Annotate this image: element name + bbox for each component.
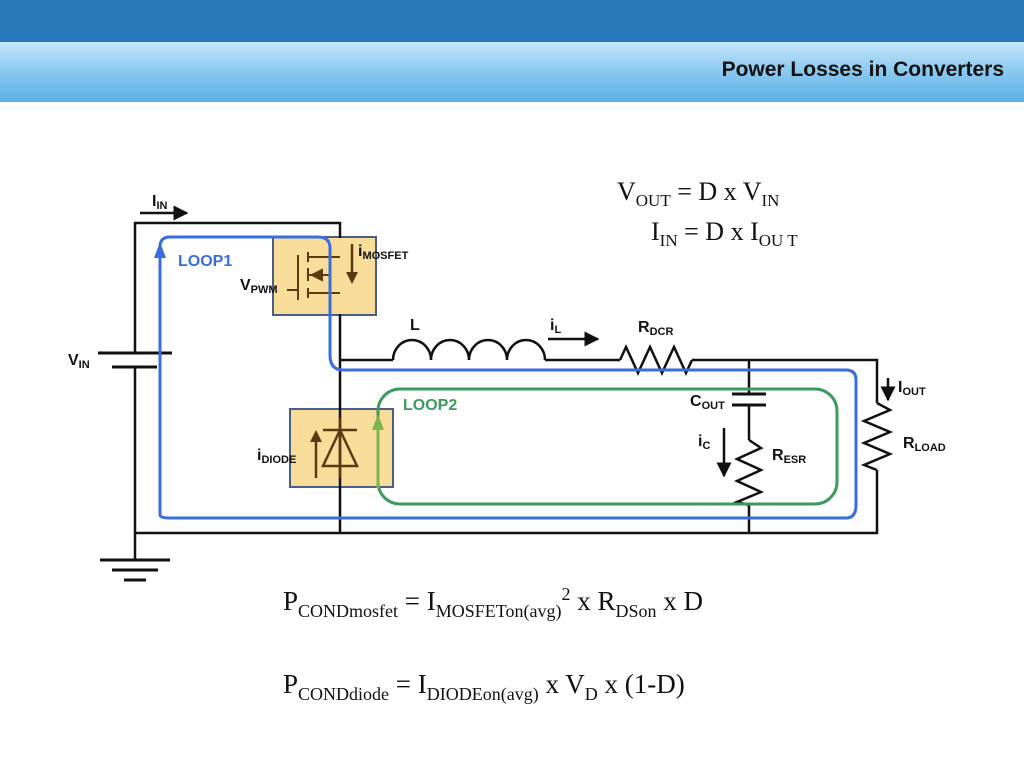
ground-symbol [100,558,170,582]
label-cout: COUT [690,393,725,412]
equation-pcond-diode: PCONDdiode = IDIODEon(avg) x VD x (1-D) [283,669,685,705]
idiode-arrow [310,430,322,478]
loop1-arrowhead [154,242,166,258]
label-vin: VIN [68,352,90,371]
label-idiode: iDIODE [257,447,296,466]
label-resr: RESR [772,447,806,466]
imosfet-arrow [346,244,358,284]
label-imosfet: iMOSFET [358,243,409,262]
header-bar [0,42,1024,102]
equation-pcond-mosfet: PCONDmosfet = IMOSFETon(avg)2 x RDSon x … [283,584,703,622]
diode-symbol [321,418,359,478]
inductor-symbol [391,338,547,361]
label-ic: iC [698,433,710,452]
equation-vout: VOUT = D x VIN [617,177,779,210]
label-loop2: LOOP2 [403,397,457,414]
label-vpwm: VPWM [240,277,278,296]
label-iin: IIN [152,193,168,212]
label-loop1: LOOP1 [178,253,232,270]
label-il: iL [550,317,561,336]
cout-capacitor [732,392,766,407]
label-inductor: L [410,317,420,334]
slide-title: Power Losses in Converters [721,58,1004,81]
circuit-wires [133,221,879,560]
equation-iin: IIN = D x IOU T [651,217,798,250]
resr-resistor [733,438,765,507]
loop2-arrow [372,414,384,488]
label-rdcr: RDCR [638,319,673,338]
label-rload: RLOAD [903,435,946,454]
rload-resistor [860,401,894,472]
label-iout: IOUT [898,379,926,398]
header-band [0,0,1024,42]
loop1-path [158,235,858,520]
